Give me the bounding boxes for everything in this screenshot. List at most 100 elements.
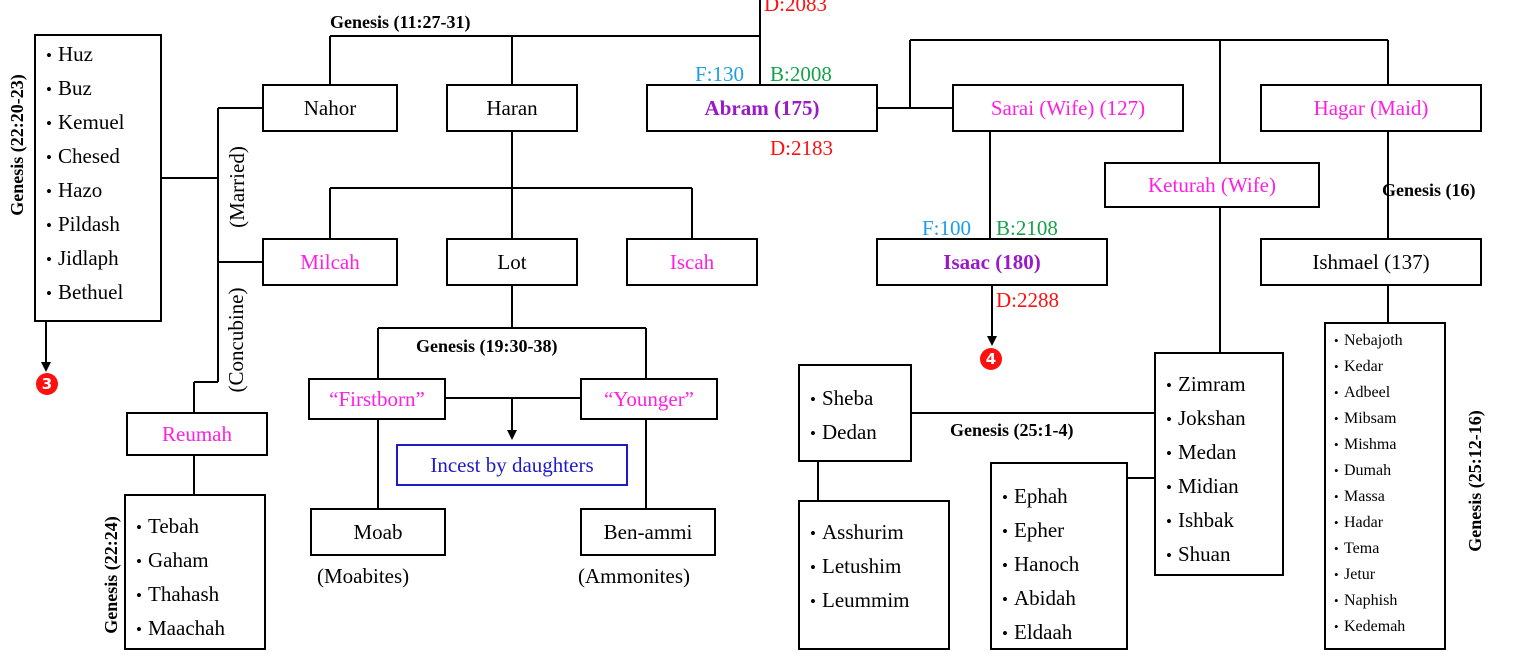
list-item: Asshurim: [810, 516, 948, 550]
list-item: Gaham: [136, 544, 264, 578]
ref-genesis-16: Genesis (16): [1382, 180, 1476, 200]
person-lot-label: Lot: [497, 249, 527, 274]
list-item: Sheba: [810, 382, 910, 416]
list-item: Pildash: [46, 208, 160, 242]
person-hagar: Hagar (Maid): [1260, 84, 1482, 132]
person-keturah-label: Keturah (Wife): [1148, 172, 1276, 197]
list-item: Naphish: [1334, 588, 1444, 614]
person-nahor: Nahor: [262, 84, 398, 132]
person-abram-label: Abram (175): [704, 95, 820, 120]
person-iscah: Iscah: [626, 238, 758, 286]
label-abram-death: D:2183: [770, 136, 833, 160]
person-lot: Lot: [446, 238, 578, 286]
label-top-death: D:2083: [764, 0, 827, 16]
list-item: Shuan: [1166, 538, 1282, 572]
list-item: Letushim: [810, 550, 948, 584]
list-item: Kedar: [1334, 354, 1444, 380]
list-item: Bethuel: [46, 276, 160, 310]
list-reumah-sons: Tebah Gaham Thahash Maachah: [124, 494, 266, 650]
list-item: Medan: [1166, 436, 1282, 470]
person-haran-label: Haran: [486, 95, 538, 120]
list-item: Jetur: [1334, 562, 1444, 588]
list-item: Tema: [1334, 536, 1444, 562]
list-item: Mibsam: [1334, 406, 1444, 432]
person-firstborn-label: “Firstborn”: [329, 386, 425, 411]
person-isaac: Isaac (180): [876, 238, 1108, 286]
person-moab-label: Moab: [353, 519, 403, 544]
list-item: Thahash: [136, 578, 264, 612]
list-jokshan-sons: Sheba Dedan: [798, 364, 912, 462]
list-item: Epher: [1002, 514, 1126, 548]
list-item: Tebah: [136, 510, 264, 544]
person-benammi: Ben-ammi: [580, 508, 716, 556]
ref-genesis-11: Genesis (11:27-31): [330, 12, 471, 32]
label-married: (Married): [225, 146, 249, 228]
person-ishmael: Ishmael (137): [1260, 238, 1482, 286]
list-item: Jokshan: [1166, 402, 1282, 436]
ref-genesis-25-1: Genesis (25:1-4): [950, 420, 1074, 440]
list-item: Adbeel: [1334, 380, 1444, 406]
person-keturah: Keturah (Wife): [1104, 162, 1320, 208]
list-item: Dedan: [810, 416, 910, 450]
person-hagar-label: Hagar (Maid): [1313, 95, 1429, 120]
person-reumah: Reumah: [126, 412, 268, 456]
continuation-badge-4[interactable]: 4: [980, 348, 1002, 370]
person-milcah-label: Milcah: [300, 249, 360, 274]
person-sarai: Sarai (Wife) (127): [952, 84, 1184, 132]
label-isaac-death: D:2288: [996, 288, 1059, 312]
list-item: Ishbak: [1166, 504, 1282, 538]
list-item: Nebajoth: [1334, 328, 1444, 354]
list-item: Huz: [46, 38, 160, 72]
list-nahor-sons: Huz Buz Kemuel Chesed Hazo Pildash Jidla…: [34, 34, 162, 322]
label-abram-birth: B:2008: [770, 62, 832, 86]
continuation-badge-3[interactable]: 3: [36, 373, 58, 395]
label-abram-father-age: F:130: [695, 62, 745, 86]
list-dedan-sons: Asshurim Letushim Leummim: [798, 500, 950, 650]
list-ishmael-sons: Nebajoth Kedar Adbeel Mibsam Mishma Duma…: [1324, 322, 1446, 650]
person-abram: Abram (175): [646, 84, 878, 132]
person-benammi-label: Ben-ammi: [603, 519, 693, 544]
person-younger-label: “Younger”: [603, 386, 695, 411]
person-haran: Haran: [446, 84, 578, 132]
list-item: Hazo: [46, 174, 160, 208]
ref-genesis-19: Genesis (19:30-38): [416, 336, 558, 356]
list-item: Hanoch: [1002, 548, 1126, 582]
note-incest-label: Incest by daughters: [430, 452, 594, 477]
list-item: Maachah: [136, 612, 264, 646]
list-item: Mishma: [1334, 432, 1444, 458]
person-firstborn: “Firstborn”: [308, 378, 446, 420]
list-item: Hadar: [1334, 510, 1444, 536]
person-younger: “Younger”: [580, 378, 718, 420]
person-sarai-label: Sarai (Wife) (127): [990, 95, 1146, 120]
list-item: Kemuel: [46, 106, 160, 140]
label-isaac-father-age: F:100: [922, 216, 972, 240]
ref-genesis-22-20: Genesis (22:20-23): [7, 74, 27, 216]
list-item: Buz: [46, 72, 160, 106]
list-item: Leummim: [810, 584, 948, 618]
ref-genesis-22-24: Genesis (22:24): [101, 516, 121, 634]
person-reumah-label: Reumah: [162, 421, 232, 446]
list-item: Midian: [1166, 470, 1282, 504]
list-item: Abidah: [1002, 582, 1126, 616]
person-milcah: Milcah: [262, 238, 398, 286]
list-item: Dumah: [1334, 458, 1444, 484]
label-concubine: (Concubine): [224, 287, 248, 393]
list-item: Jidlaph: [46, 242, 160, 276]
list-item: Eldaah: [1002, 616, 1126, 650]
list-keturah-sons: Zimram Jokshan Medan Midian Ishbak Shuan: [1154, 352, 1284, 576]
list-item: Kedemah: [1334, 614, 1444, 640]
list-item: Massa: [1334, 484, 1444, 510]
person-ishmael-label: Ishmael (137): [1312, 249, 1430, 274]
list-item: Ephah: [1002, 480, 1126, 514]
label-isaac-birth: B:2108: [996, 216, 1058, 240]
label-moabites: (Moabites): [317, 564, 410, 588]
note-incest: Incest by daughters: [396, 444, 628, 486]
person-isaac-label: Isaac (180): [943, 249, 1041, 274]
person-iscah-label: Iscah: [669, 249, 715, 274]
list-item: Chesed: [46, 140, 160, 174]
list-item: Zimram: [1166, 368, 1282, 402]
list-midian-sons: Ephah Epher Hanoch Abidah Eldaah: [990, 462, 1128, 650]
label-ammonites: (Ammonites): [578, 564, 690, 588]
person-nahor-label: Nahor: [303, 95, 357, 120]
ref-genesis-25-12: Genesis (25:12-16): [1465, 410, 1485, 552]
